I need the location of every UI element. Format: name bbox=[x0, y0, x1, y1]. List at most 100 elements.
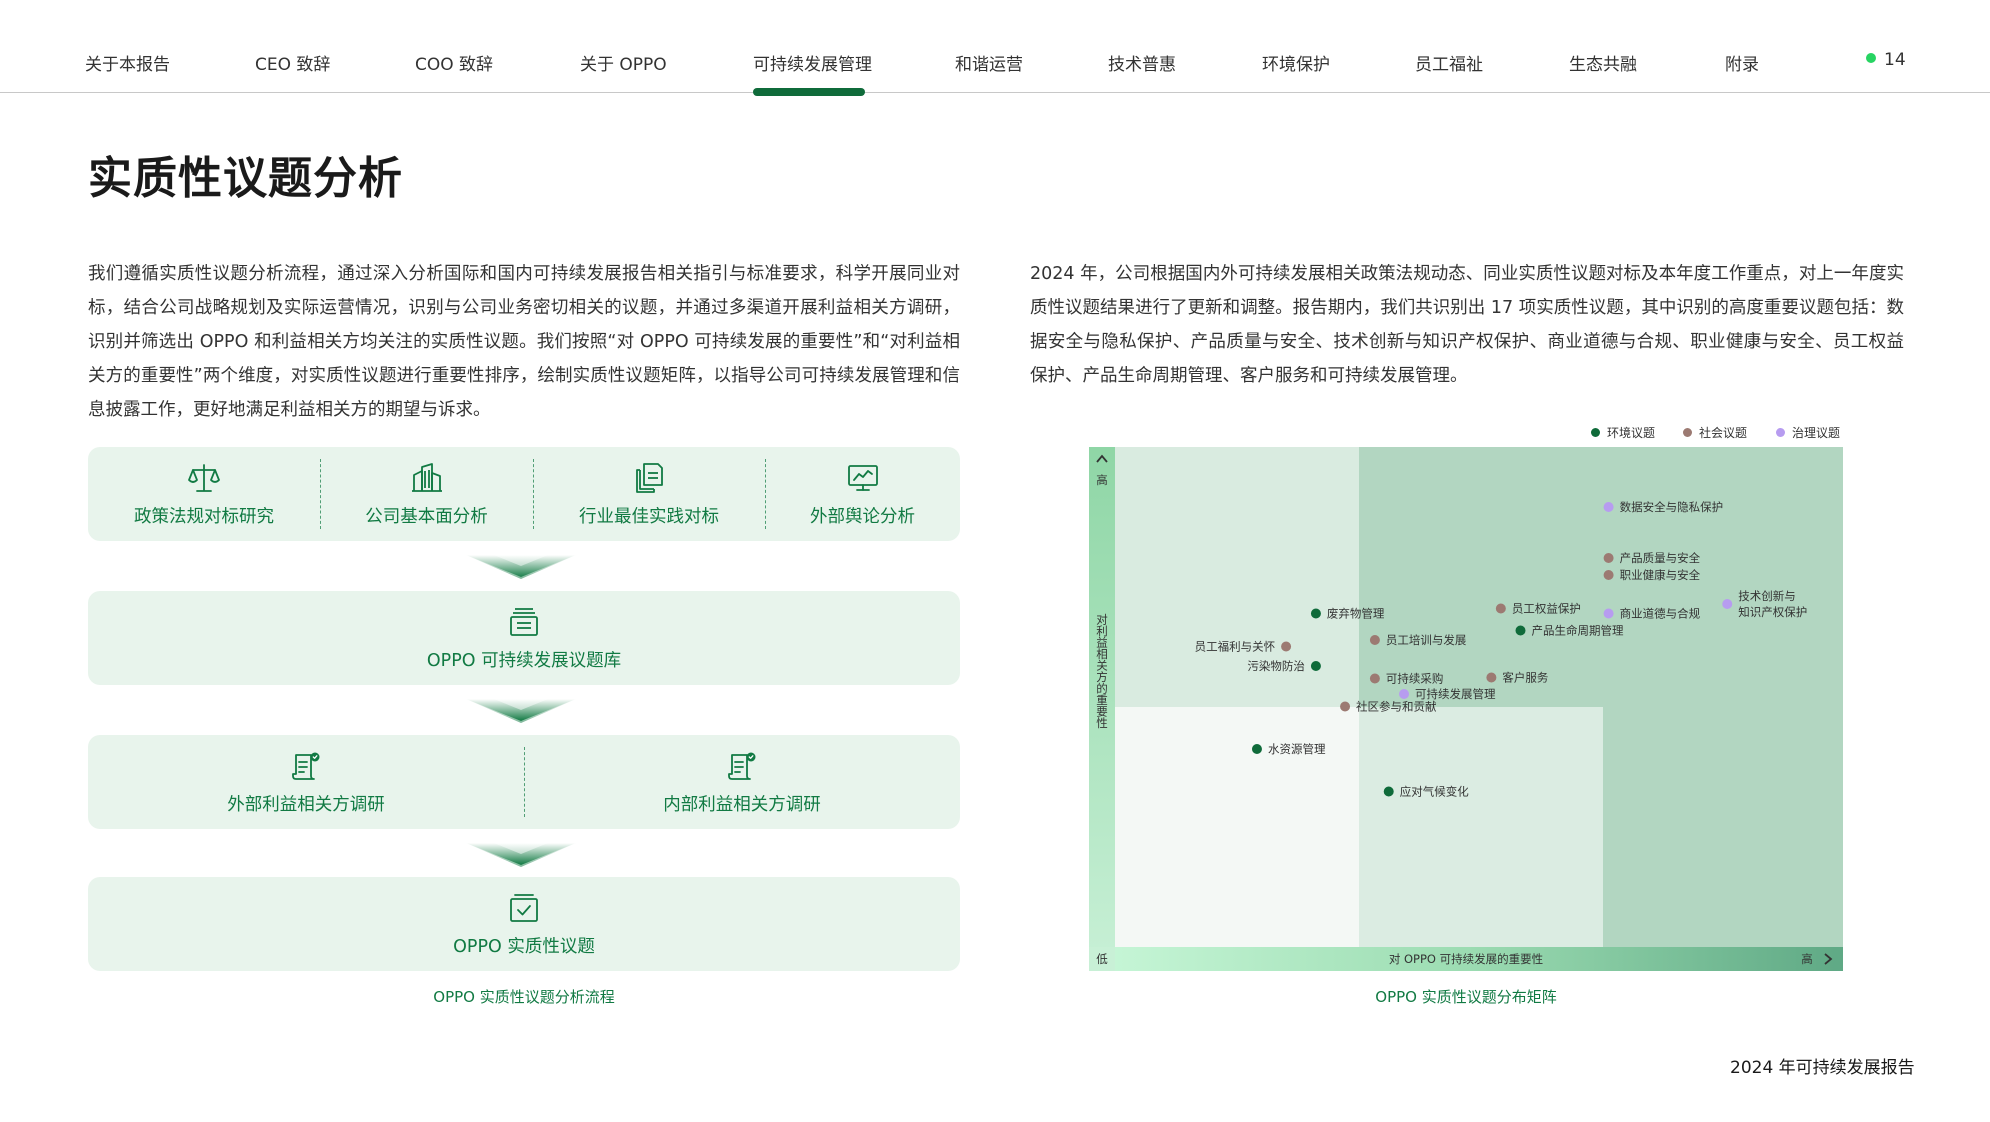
matrix-point: 污染物防治 bbox=[1247, 659, 1321, 673]
matrix-point-label: 员工培训与发展 bbox=[1386, 633, 1467, 647]
nav-item-about-report[interactable]: 关于本报告 bbox=[85, 55, 170, 75]
matrix-point: 客户服务 bbox=[1486, 671, 1549, 685]
flow-label: 外部利益相关方调研 bbox=[227, 794, 385, 815]
nav-item-harmonious-operation[interactable]: 和谐运营 bbox=[955, 55, 1023, 75]
matrix-point-dot bbox=[1495, 603, 1506, 614]
axis-corner bbox=[1089, 947, 1115, 971]
y-axis-band bbox=[1089, 447, 1115, 971]
matrix-point: 可持续发展管理 bbox=[1399, 687, 1496, 701]
matrix-point: 社区参与和贡献 bbox=[1340, 700, 1437, 714]
flow-step-4: OPPO 实质性议题 bbox=[88, 877, 960, 971]
survey-icon bbox=[292, 752, 320, 780]
legend-label: 环境议题 bbox=[1607, 426, 1656, 440]
flow-arrow-icon bbox=[466, 843, 576, 867]
matrix-point-dot bbox=[1251, 744, 1262, 754]
flow-label: 外部舆论分析 bbox=[810, 506, 915, 527]
x-axis-label: 对 OPPO 可持续发展的重要性 bbox=[1389, 952, 1543, 966]
nav-item-about-oppo[interactable]: 关于 OPPO bbox=[580, 55, 667, 75]
materiality-matrix: 高 低 高 对 OPPO 可持续发展的重要性 对利益相关方的重要性 数据安全与隐… bbox=[1089, 447, 1843, 971]
page-dot-icon bbox=[1866, 53, 1876, 63]
x-axis-low-label: 低 bbox=[1096, 952, 1108, 966]
x-axis-arrow-icon bbox=[1824, 953, 1833, 965]
legend-dot bbox=[1683, 428, 1692, 437]
flow-label: 公司基本面分析 bbox=[365, 506, 488, 527]
legend-dot bbox=[1776, 428, 1785, 437]
flow-label: OPPO 实质性议题 bbox=[453, 936, 595, 957]
matrix-point-label: 水资源管理 bbox=[1268, 742, 1326, 756]
matrix-point-dot bbox=[1603, 553, 1614, 563]
matrix-point: 水资源管理 bbox=[1251, 742, 1326, 756]
matrix-point-dot bbox=[1310, 661, 1321, 671]
building-icon bbox=[411, 462, 442, 492]
page-number-text: 14 bbox=[1884, 50, 1906, 70]
nav-item-coo-message[interactable]: COO 致辞 bbox=[415, 55, 494, 75]
matrix-point: 应对气候变化 bbox=[1383, 785, 1469, 799]
archive-icon bbox=[510, 607, 538, 636]
matrix-point-label: 员工权益保护 bbox=[1512, 602, 1581, 616]
flow-item-topic-library: OPPO 可持续发展议题库 bbox=[88, 591, 960, 685]
matrix-point-dot bbox=[1722, 599, 1733, 609]
legend-item-soc: 社会议题 bbox=[1683, 424, 1747, 441]
matrix-point-dot bbox=[1369, 673, 1380, 684]
scale-icon bbox=[188, 463, 220, 492]
matrix-point-label: 污染物防治 bbox=[1247, 659, 1305, 673]
flow-item-industry-benchmark: 行业最佳实践对标 bbox=[533, 447, 765, 541]
flow-arrow-icon bbox=[466, 699, 576, 723]
page-title: 实质性议题分析 bbox=[88, 153, 403, 204]
matrix-point-dot bbox=[1603, 608, 1614, 619]
flow-label: 行业最佳实践对标 bbox=[579, 506, 719, 527]
nav-item-appendix[interactable]: 附录 bbox=[1725, 55, 1759, 75]
nav-item-sustainability-management[interactable]: 可持续发展管理 bbox=[753, 55, 872, 75]
nav-item-environment[interactable]: 环境保护 bbox=[1262, 55, 1330, 75]
nav-item-tech-inclusion[interactable]: 技术普惠 bbox=[1108, 55, 1176, 75]
matrix-point-label: 职业健康与安全 bbox=[1620, 568, 1701, 582]
flow-label: OPPO 可持续发展议题库 bbox=[426, 650, 622, 671]
matrix-point-label: 产品生命周期管理 bbox=[1531, 624, 1623, 638]
matrix-point: 员工福利与关怀 bbox=[1195, 640, 1292, 654]
nav-item-ceo-message[interactable]: CEO 致辞 bbox=[255, 55, 331, 75]
intro-paragraph-right: 2024 年，公司根据国内外可持续发展相关政策法规动态、同业实质性议题对标及本年… bbox=[1030, 264, 1904, 386]
flow-caption: OPPO 实质性议题分析流程 bbox=[433, 988, 615, 1006]
flow-divider bbox=[765, 459, 766, 529]
flow-item-material-topics: OPPO 实质性议题 bbox=[88, 877, 960, 971]
matrix-point: 废弃物管理 bbox=[1310, 607, 1385, 621]
matrix-point-dot bbox=[1340, 701, 1351, 712]
matrix-point-dot bbox=[1399, 689, 1410, 699]
matrix-point: 员工权益保护 bbox=[1495, 602, 1581, 616]
flow-item-external-survey: 外部利益相关方调研 bbox=[88, 735, 524, 829]
y-axis-high-label: 高 bbox=[1096, 473, 1108, 487]
matrix-point-label: 技术创新与 bbox=[1738, 589, 1796, 603]
active-tab-indicator bbox=[753, 88, 865, 96]
matrix-point-label: 废弃物管理 bbox=[1327, 607, 1385, 621]
matrix-point-dot bbox=[1603, 570, 1614, 580]
report-footer: 2024 年可持续发展报告 bbox=[1730, 1058, 1915, 1078]
legend-label: 治理议题 bbox=[1792, 426, 1841, 440]
matrix-point-label: 知识产权保护 bbox=[1738, 605, 1807, 619]
matrix-point: 员工培训与发展 bbox=[1369, 633, 1467, 647]
matrix-point-label: 员工福利与关怀 bbox=[1195, 640, 1276, 654]
legend-item-env: 环境议题 bbox=[1591, 424, 1655, 441]
matrix-point: 可持续采购 bbox=[1369, 672, 1443, 686]
quadrant-mid bbox=[1359, 707, 1603, 947]
matrix-point-dot bbox=[1369, 635, 1380, 645]
top-navigation: 关于本报告 CEO 致辞 COO 致辞 关于 OPPO 可持续发展管理 和谐运营… bbox=[0, 0, 1990, 96]
flow-divider bbox=[320, 459, 321, 529]
nav-item-ecosystem[interactable]: 生态共融 bbox=[1569, 55, 1637, 75]
matrix-point: 职业健康与安全 bbox=[1603, 568, 1701, 582]
flow-step-1: 政策法规对标研究 公司基本面分析 行业最佳实践对标 外部舆论分析 bbox=[88, 447, 960, 541]
matrix-point-dot bbox=[1515, 625, 1526, 636]
quadrant-low bbox=[1115, 707, 1359, 947]
flow-divider bbox=[524, 747, 525, 817]
monitor-chart-icon bbox=[847, 464, 878, 491]
y-axis-arrow-icon bbox=[1096, 454, 1108, 463]
flow-arrow-icon bbox=[466, 555, 576, 579]
matrix-point-label: 社区参与和贡献 bbox=[1356, 700, 1437, 714]
nav-item-employee-wellbeing[interactable]: 员工福祉 bbox=[1415, 55, 1483, 75]
flow-label: 内部利益相关方调研 bbox=[663, 794, 821, 815]
matrix-point: 技术创新与知识产权保护 bbox=[1722, 589, 1807, 619]
matrix-points: 数据安全与隐私保护产品质量与安全职业健康与安全技术创新与知识产权保护员工权益保护… bbox=[1195, 500, 1808, 799]
matrix-point-dot bbox=[1486, 672, 1497, 683]
matrix-point-label: 应对气候变化 bbox=[1400, 785, 1469, 799]
legend-label: 社会议题 bbox=[1699, 426, 1748, 440]
matrix-point-dot bbox=[1383, 786, 1394, 797]
